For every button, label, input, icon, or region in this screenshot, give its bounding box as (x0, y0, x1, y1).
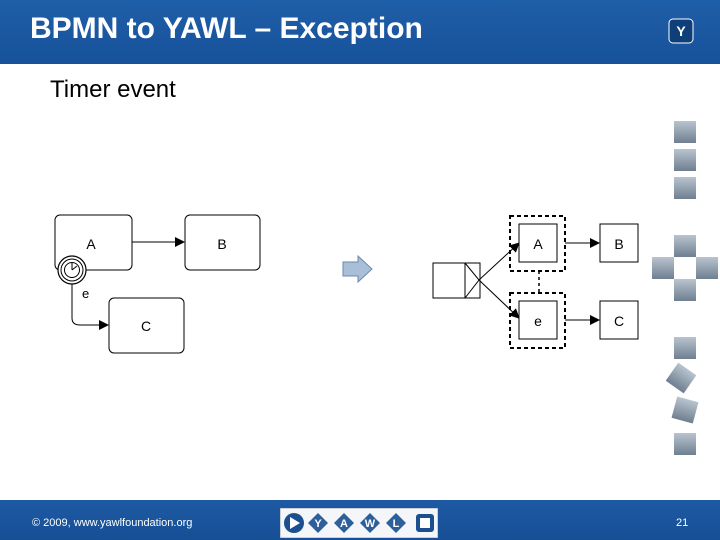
yawl-task-b (599, 223, 639, 263)
nav-letter-a: A (340, 518, 348, 530)
page-title: BPMN to YAWL – Exception (30, 12, 423, 45)
play-nav-icon[interactable] (284, 513, 304, 533)
nav-letter-a-icon[interactable]: A (334, 513, 354, 533)
bpmn-task-b-label: B (217, 236, 226, 252)
nav-letter-l: L (393, 518, 400, 530)
bpmn-task-c (108, 297, 185, 354)
nav-letter-w: W (365, 518, 376, 530)
nav-letter-w-icon[interactable]: W (360, 513, 380, 533)
copyright-text: © 2009, www.yawlfoundation.org (32, 517, 193, 529)
nav-letter-y: Y (314, 518, 322, 530)
section-subtitle: Timer event (50, 76, 176, 103)
bpmn-exception-label: e (82, 286, 89, 301)
yawl-nav-bar: Y A W L (280, 508, 438, 538)
bpmn-task-b (184, 214, 261, 271)
cancel-region-a (509, 215, 566, 272)
svg-text:Y: Y (676, 23, 686, 39)
yawl-task-a-label: A (533, 236, 543, 252)
bpmn-task-c-label: C (141, 318, 151, 334)
yawl-task-b-label: B (614, 236, 623, 252)
timer-event-icon (57, 255, 87, 285)
bpmn-exception-flow (71, 284, 109, 330)
transform-arrow-icon (342, 254, 373, 284)
nav-letter-y-icon[interactable]: Y (308, 513, 328, 533)
yawl-input-condition-icon (432, 262, 481, 299)
yawl-task-c-label: C (614, 313, 624, 329)
cancel-region-e (509, 292, 566, 349)
decorative-blocks (652, 121, 718, 455)
yawl-task-e-label: e (534, 313, 542, 329)
yawl-task-a (518, 223, 558, 263)
yawl-flow-split-a (478, 242, 520, 281)
yawl-flow-split-e (478, 279, 520, 319)
page-number: 21 (676, 517, 689, 529)
stop-nav-icon[interactable] (416, 514, 434, 532)
yawl-logo-icon: Y (668, 18, 694, 44)
yawl-task-e (518, 300, 558, 340)
nav-letter-l-icon[interactable]: L (386, 513, 406, 533)
header-bar (0, 0, 720, 64)
yawl-task-c (599, 300, 639, 340)
bpmn-task-a-label: A (86, 236, 96, 252)
